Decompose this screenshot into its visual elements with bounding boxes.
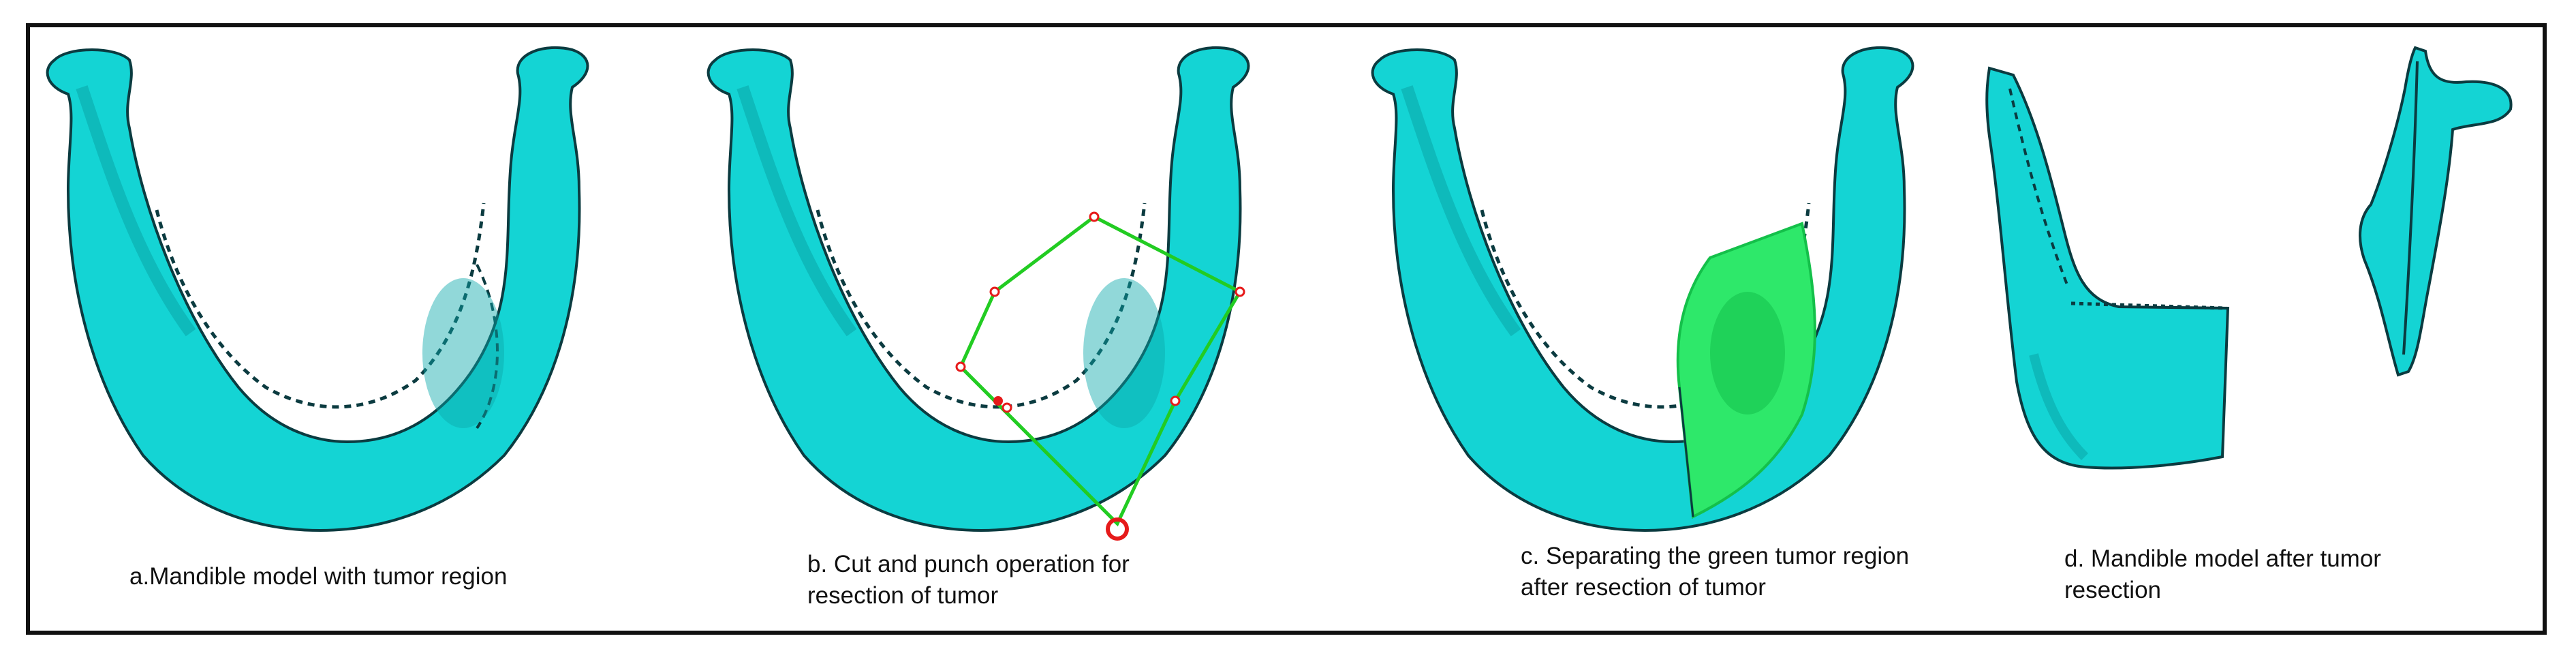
cut-line [959, 365, 1119, 525]
tumor-bulge [422, 278, 504, 428]
end-point-marker [1106, 517, 1129, 541]
panel-b-cut-operation [707, 46, 1250, 541]
caption-panel-a: a.Mandible model with tumor region [129, 563, 508, 590]
caption-panel-c: c. Separating the green tumor region aft… [1521, 543, 1910, 601]
panel-c-separated-tumor [1371, 46, 1914, 532]
control-points [955, 211, 1245, 413]
caption-panel-b: b. Cut and punch operation for resection… [807, 551, 1130, 609]
caption-panel-d: d. Mandible model after tumor resection [2064, 545, 2381, 603]
panel-d-remaining-mandible [1985, 46, 2513, 470]
mandible-left-fragment [1985, 66, 2230, 470]
panel-a-mandible-model [46, 46, 589, 532]
active-marker [993, 396, 1003, 406]
mandible-right-fragment [2359, 46, 2513, 377]
